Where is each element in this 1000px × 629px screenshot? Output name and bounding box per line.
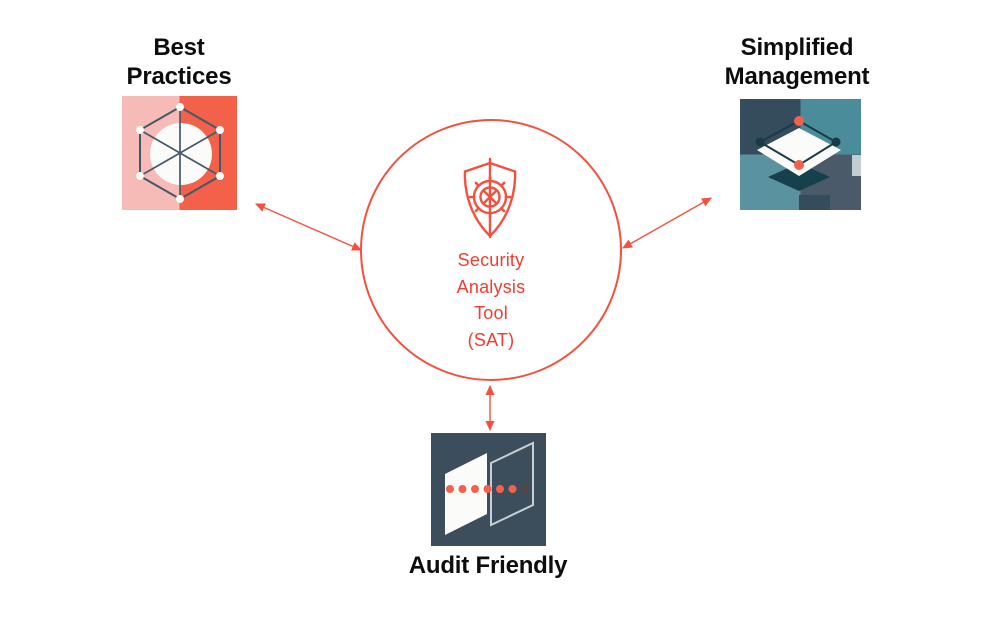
best-practices-heading-line2: Practices: [126, 63, 232, 90]
gear-inner-ring: [479, 186, 501, 208]
sm-dot-right: [831, 137, 841, 147]
af-white-pane: [445, 453, 487, 535]
gear-cross: [482, 189, 498, 205]
best-practices-heading-line1: Best: [153, 34, 205, 61]
sm-white-diamond: [757, 128, 841, 176]
af-dot-faded: [521, 485, 529, 493]
sm-right-light-patch: [852, 155, 861, 176]
sat-label-line3: Tool: [474, 303, 508, 323]
cube-network-icon: [122, 96, 237, 210]
sm-shadow-diamond: [768, 163, 830, 191]
simplified-management-heading: Simplified Management: [725, 33, 870, 91]
simplified-management-heading-line2: Management: [724, 63, 870, 90]
layered-diamond-icon: [740, 99, 861, 210]
simplified-management-heading-line1: Simplified: [740, 34, 854, 61]
audit-panels-icon: [431, 433, 546, 546]
sat-label-line2: Analysis: [456, 276, 526, 297]
sm-dot-bottom: [794, 160, 804, 170]
sat-label-line1: Security: [457, 250, 525, 270]
af-outline-pane: [490, 441, 534, 527]
shield-outline: [463, 161, 517, 238]
gear-teeth: [468, 175, 512, 219]
arrow-best-practices: [254, 203, 363, 251]
sm-dot-left: [755, 137, 765, 147]
shield-gear-icon: [463, 157, 517, 239]
audit-friendly-heading: Audit Friendly: [409, 551, 568, 580]
best-practices-heading: Best Practices: [127, 33, 232, 91]
sm-dot-top: [794, 116, 804, 126]
sat-label-line4: (SAT): [467, 329, 515, 350]
af-dot-trail: [446, 485, 517, 493]
audit-friendly-heading-line1: Audit Friendly: [408, 552, 568, 579]
bp-vertex-dots: [136, 103, 224, 203]
sat-label: Security Analysis Tool (SAT): [457, 247, 526, 353]
arrow-simplified-management: [622, 197, 712, 249]
sm-bottom-dark-strip: [799, 195, 830, 210]
